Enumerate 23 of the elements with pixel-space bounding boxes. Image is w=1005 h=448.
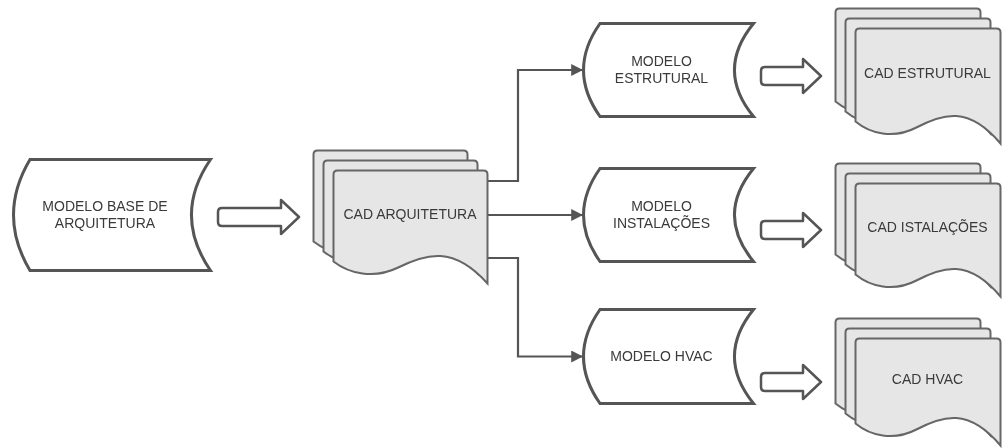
node-label: CAD ISTALAÇÕES xyxy=(867,218,988,237)
multi-document-shape xyxy=(835,8,1001,144)
node-label: CAD ESTRUTURAL xyxy=(864,64,991,83)
block-arrow xyxy=(759,57,823,95)
arrow xyxy=(488,64,584,183)
arrow xyxy=(488,209,584,221)
block-arrow xyxy=(759,211,823,249)
stored-data-shape xyxy=(582,167,755,263)
stored-data-shape xyxy=(582,308,755,405)
node-label: CAD HVAC xyxy=(891,370,964,389)
node-label: MODELO INSTALAÇÕES xyxy=(612,197,711,233)
node-label: MODELO ESTRUTURAL xyxy=(613,52,710,88)
node-label: MODELO HVAC xyxy=(610,347,713,366)
stored-data-shape xyxy=(582,22,755,118)
multi-document-shape xyxy=(835,163,1001,297)
block-arrow xyxy=(216,198,301,236)
multi-document-shape xyxy=(313,150,488,284)
block-arrow xyxy=(759,363,823,401)
multi-document-shape xyxy=(835,318,1001,446)
node-label: CAD ARQUITETURA xyxy=(343,205,477,224)
stored-data-shape xyxy=(12,158,212,272)
arrow xyxy=(488,256,584,363)
node-label: MODELO BASE DE ARQUITETURA xyxy=(41,197,169,233)
